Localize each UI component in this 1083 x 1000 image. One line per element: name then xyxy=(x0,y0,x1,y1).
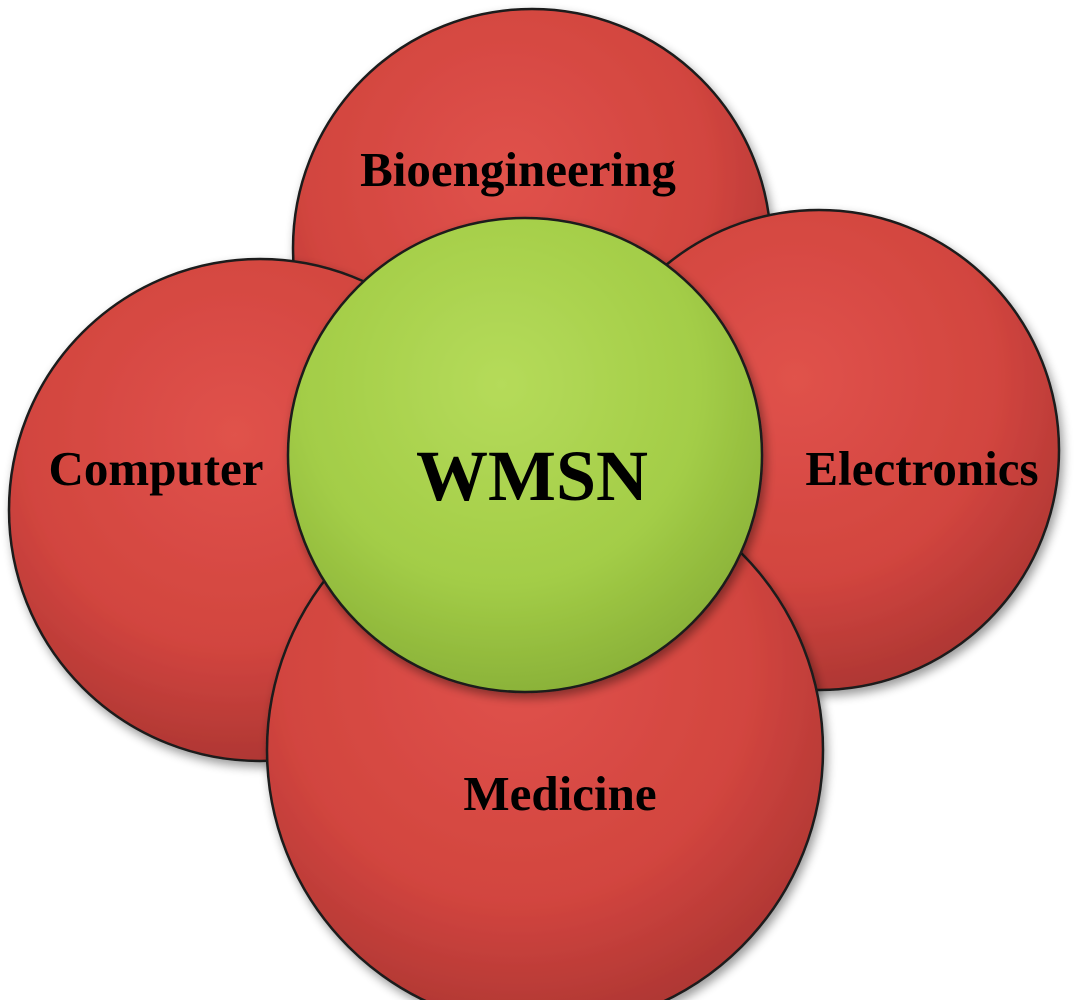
electronics-label: Electronics xyxy=(805,441,1038,496)
medicine-label: Medicine xyxy=(463,766,656,821)
wmsn-center-circle xyxy=(286,216,764,694)
wmsn-label: WMSN xyxy=(416,436,648,516)
computer-label: Computer xyxy=(48,441,263,496)
bioengineering-label: Bioengineering xyxy=(360,142,676,197)
